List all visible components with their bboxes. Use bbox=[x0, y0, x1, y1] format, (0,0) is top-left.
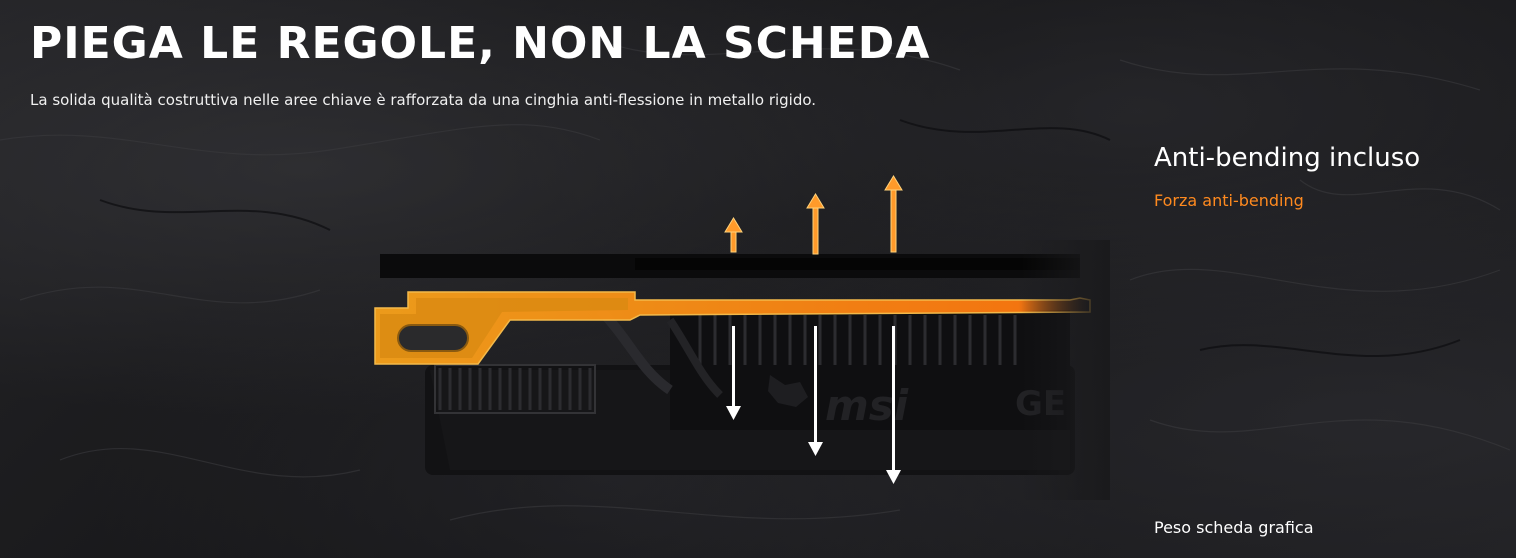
upward-force-arrow-icon bbox=[806, 193, 825, 255]
anti-bending-title: Anti-bending incluso bbox=[1154, 143, 1421, 173]
page-title: PIEGA LE REGOLE, NON LA SCHEDA bbox=[30, 18, 931, 69]
downward-weight-arrows bbox=[726, 326, 901, 484]
anti-bending-force-label: Forza anti-bending bbox=[1154, 191, 1304, 210]
upward-force-arrow-icon bbox=[724, 217, 743, 253]
graphics-card-illustration: msi GE bbox=[370, 175, 1110, 500]
downward-weight-arrow-icon bbox=[808, 326, 823, 456]
upward-force-arrows bbox=[724, 175, 903, 255]
upward-force-arrow-icon bbox=[884, 175, 903, 253]
downward-weight-arrow-icon bbox=[726, 326, 741, 420]
page-subtitle: La solida qualità costruttiva nelle aree… bbox=[30, 91, 817, 109]
card-weight-label: Peso scheda grafica bbox=[1154, 518, 1314, 537]
downward-weight-arrow-icon bbox=[886, 326, 901, 484]
